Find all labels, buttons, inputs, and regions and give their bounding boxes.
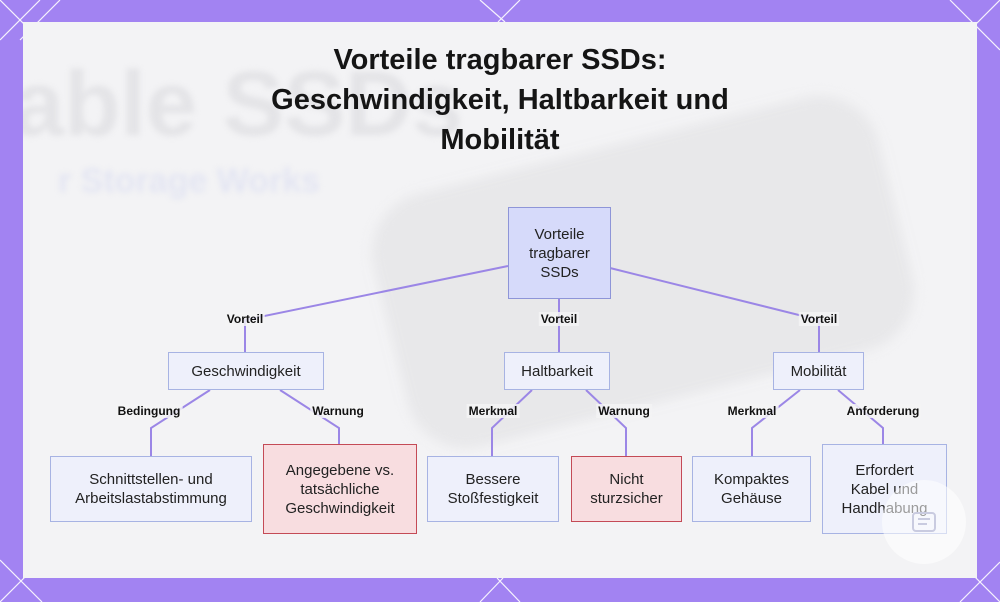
node-root-label: Vorteile tragbarer SSDs [529, 225, 590, 281]
edge-mobility-compact [751, 389, 801, 456]
edge-label-vorteil-durability: Vorteil [538, 312, 580, 326]
node-compact-case: Kompaktes Gehäuse [692, 456, 811, 522]
node-interface: Schnittstellen- und Arbeitslastabstimmun… [50, 456, 252, 522]
watermark-glyph-icon [912, 512, 936, 532]
edge-speed-interface [150, 389, 211, 456]
title-line-3: Mobilität [440, 124, 560, 156]
node-durability-label: Haltbarkeit [521, 362, 593, 380]
edge-mobility-cable [837, 389, 884, 444]
node-mobility: Mobilität [773, 352, 864, 390]
edge-label-merkmal-mobility: Merkmal [725, 404, 779, 418]
node-not-drop-proof: Nicht sturzsicher [571, 456, 682, 522]
node-advertised-speed: Angegebene vs. tatsächliche Geschwindigk… [263, 444, 417, 534]
node-speed: Geschwindigkeit [168, 352, 324, 390]
node-compact-case-label: Kompaktes Gehäuse [713, 471, 790, 507]
node-root: Vorteile tragbarer SSDs [508, 207, 611, 299]
edge-label-bedingung: Bedingung [115, 404, 183, 418]
node-shock-resistance-label: Bessere Stoßfestigkeit [447, 471, 539, 507]
background-title-text: able SSDs [23, 53, 463, 155]
title-line-1: Vorteile tragbarer SSDs: [333, 44, 667, 76]
title-line-2: Geschwindigkeit, Haltbarkeit und [271, 84, 729, 116]
edge-durability-notdrop [585, 389, 627, 456]
edge-label-anforderung: Anforderung [844, 404, 922, 418]
edge-label-merkmal-durability: Merkmal [466, 404, 520, 418]
edge-label-warnung-speed: Warnung [310, 404, 366, 418]
node-mobility-label: Mobilität [790, 362, 847, 380]
edge-label-vorteil-speed: Vorteil [224, 312, 266, 326]
edge-root-mobility [609, 267, 820, 352]
edge-label-vorteil-mobility: Vorteil [798, 312, 840, 326]
watermark-logo-icon [882, 480, 966, 564]
edge-speed-advertised [279, 389, 340, 444]
diagram-title: Vorteile tragbarer SSDs: Geschwindigkeit… [200, 40, 800, 160]
node-advertised-speed-label: Angegebene vs. tatsächliche Geschwindigk… [285, 461, 395, 517]
edge-label-warnung-durability: Warnung [596, 404, 652, 418]
edge-durability-shock [491, 389, 533, 456]
node-shock-resistance: Bessere Stoßfestigkeit [427, 456, 559, 522]
background-subtitle-text: r Storage Works [58, 162, 321, 200]
node-speed-label: Geschwindigkeit [191, 362, 301, 380]
node-durability: Haltbarkeit [504, 352, 610, 390]
node-not-drop-proof-label: Nicht sturzsicher [590, 471, 663, 507]
edge-root-speed [244, 265, 509, 352]
node-interface-label: Schnittstellen- und Arbeitslastabstimmun… [75, 471, 227, 507]
